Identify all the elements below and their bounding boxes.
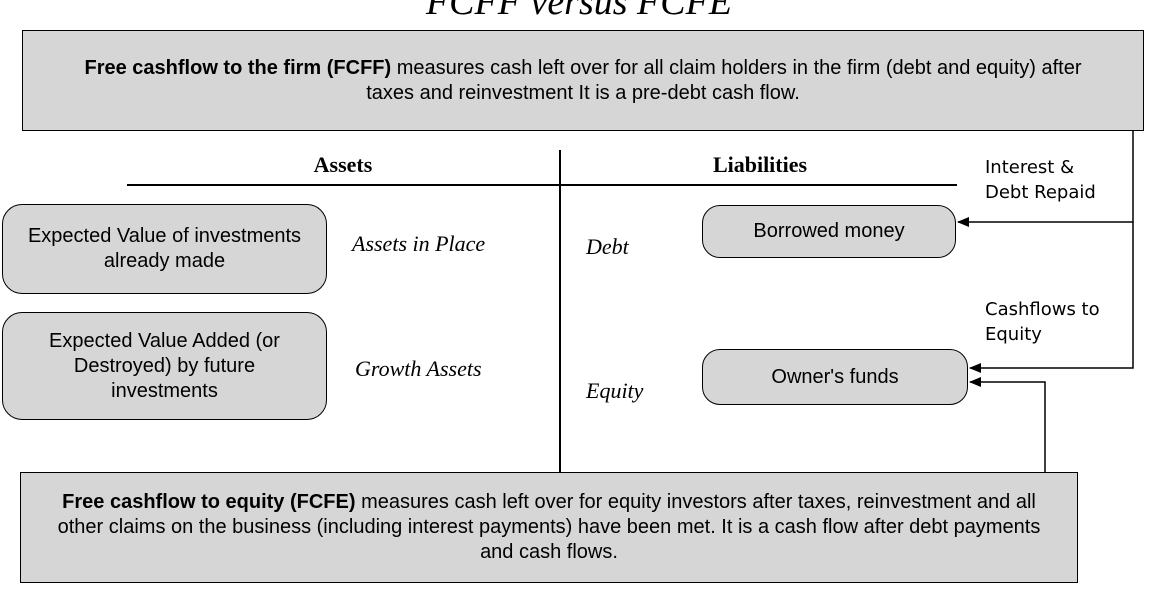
- future-investments-box: Expected Value Added (or Destroyed) by f…: [2, 312, 327, 420]
- liabilities-header: Liabilities: [712, 152, 808, 177]
- liabilities-header-rule: [560, 184, 957, 186]
- fcff-text: Free cashflow to the firm (FCFF) measure…: [63, 56, 1103, 106]
- fcfe-text: Free cashflow to equity (FCFE) measures …: [39, 490, 1059, 565]
- assets-in-place-label: Assets in Place: [352, 231, 486, 256]
- owners-funds-label: Owner's funds: [771, 365, 899, 388]
- interest-line-2: Debt Repaid: [985, 182, 1096, 203]
- fcfe-connector-line: [969, 377, 1046, 472]
- fcfe-heading: Free cashflow to equity (FCFE): [62, 491, 356, 513]
- fcff-heading: Free cashflow to the firm (FCFF): [84, 56, 392, 79]
- diagram-title: FCFF versus FCFE: [425, 0, 733, 23]
- balance-sheet-divider: [559, 150, 561, 472]
- borrowed-money-label: Borrowed money: [753, 220, 905, 242]
- owners-funds-connector-line: [969, 222, 1134, 373]
- fcff-connector-line: [957, 131, 1134, 227]
- borrowed-money-box: Borrowed money: [702, 205, 956, 258]
- interest-line-1: Interest &: [985, 157, 1075, 178]
- equity-label: Equity: [586, 378, 644, 403]
- assets-header-rule: [127, 184, 559, 186]
- investments-made-box: Expected Value of investments already ma…: [2, 204, 327, 294]
- cashflows-line-1: Cashflows to: [985, 299, 1100, 320]
- future-investments-label: Expected Value Added (or Destroyed) by f…: [49, 329, 280, 402]
- fcfe-box: Free cashflow to equity (FCFE) measures …: [20, 472, 1078, 583]
- debt-label: Debt: [586, 234, 629, 259]
- cashflows-to-equity-label: Cashflows to Equity: [985, 297, 1100, 347]
- owners-funds-box: Owner's funds: [702, 349, 968, 405]
- growth-assets-label: Growth Assets: [355, 356, 482, 381]
- assets-header: Assets: [313, 152, 373, 177]
- fcff-box: Free cashflow to the firm (FCFF) measure…: [22, 30, 1144, 131]
- investments-made-label: Expected Value of investments already ma…: [27, 225, 302, 272]
- fcfe-description: measures cash left over for equity inves…: [57, 491, 1041, 563]
- interest-debt-repaid-label: Interest & Debt Repaid: [985, 155, 1096, 205]
- cashflows-line-2: Equity: [985, 324, 1042, 345]
- fcff-description: measures cash left over for all claim ho…: [366, 56, 1082, 104]
